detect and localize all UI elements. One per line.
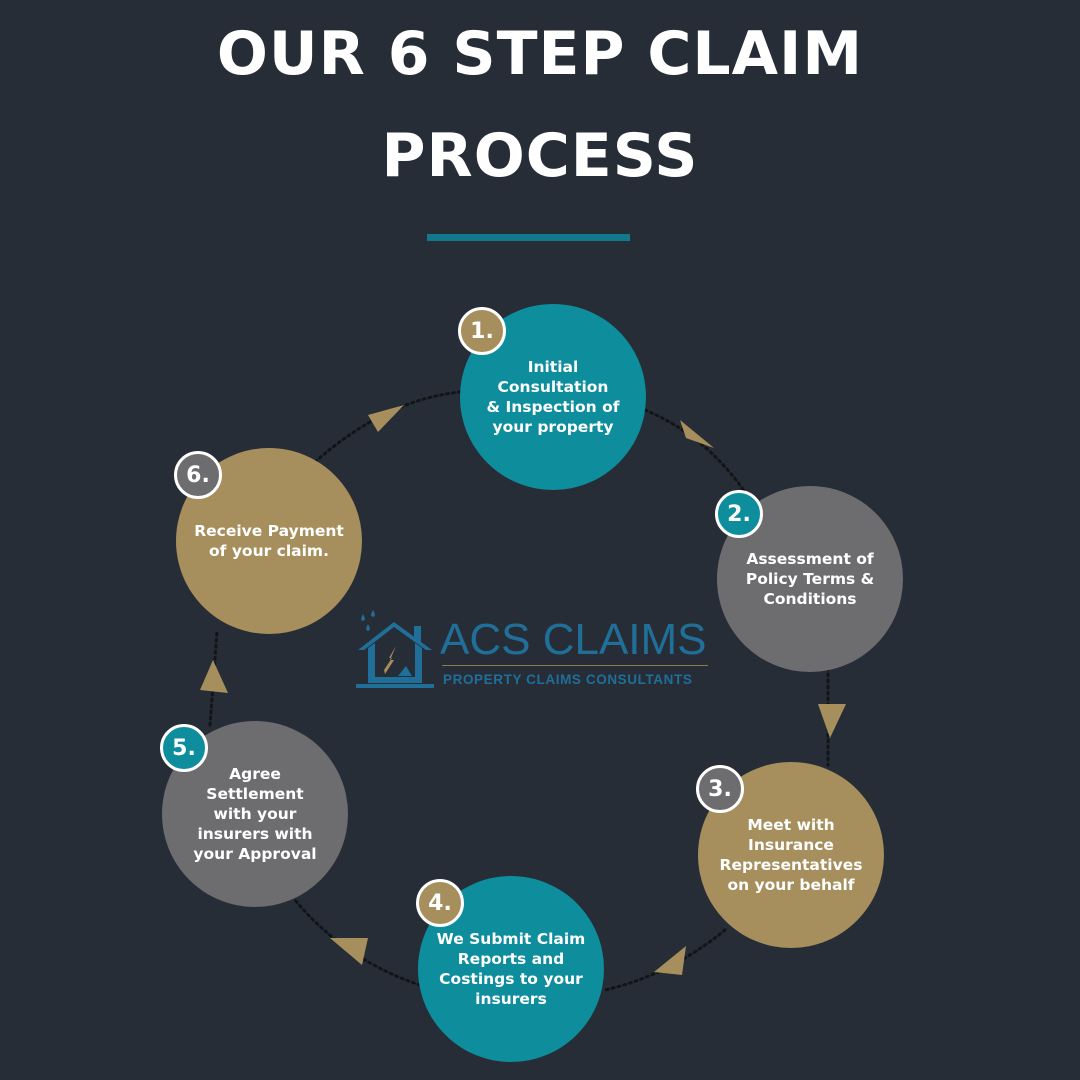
arrow-5-6 bbox=[200, 660, 228, 693]
step-6-text: Receive Payment of your claim. bbox=[194, 522, 344, 560]
arrow-3-4 bbox=[654, 946, 686, 975]
step-6-number-badge: 6. bbox=[174, 451, 222, 499]
step-5-number-badge: 5. bbox=[160, 724, 208, 772]
connector-6-1 bbox=[313, 390, 462, 464]
title-underline bbox=[427, 234, 630, 241]
step-3-number-badge: 3. bbox=[696, 765, 744, 813]
connector-1-2 bbox=[643, 408, 747, 494]
step-1-number-badge: 1. bbox=[458, 307, 506, 355]
logo-divider bbox=[442, 665, 708, 666]
house-lightning-icon bbox=[356, 610, 434, 688]
step-4-number-badge: 4. bbox=[416, 879, 464, 927]
step-2-number-badge: 2. bbox=[715, 490, 763, 538]
step-4-text: We Submit Claim Reports and Costings to … bbox=[436, 930, 586, 1008]
arrow-2-3 bbox=[818, 704, 846, 738]
step-1-text: Initial Consultation & Inspection of you… bbox=[486, 358, 620, 436]
step-5-text: Agree Settlement with your insurers with… bbox=[193, 765, 317, 863]
page-title-line-2: PROCESS bbox=[381, 121, 699, 191]
logo-wordmark: ACS CLAIMS bbox=[440, 615, 707, 664]
logo-tagline: PROPERTY CLAIMS CONSULTANTS bbox=[443, 672, 693, 687]
arrow-6-1 bbox=[368, 405, 404, 432]
step-2-text: Assessment of Policy Terms & Conditions bbox=[745, 550, 875, 608]
page-title-line-1: OUR 6 STEP CLAIM bbox=[216, 19, 864, 89]
step-3-text: Meet with Insurance Representatives on y… bbox=[719, 816, 863, 894]
connector-3-4 bbox=[603, 928, 727, 992]
arrow-4-5 bbox=[330, 938, 368, 965]
arrow-1-2 bbox=[680, 420, 714, 448]
